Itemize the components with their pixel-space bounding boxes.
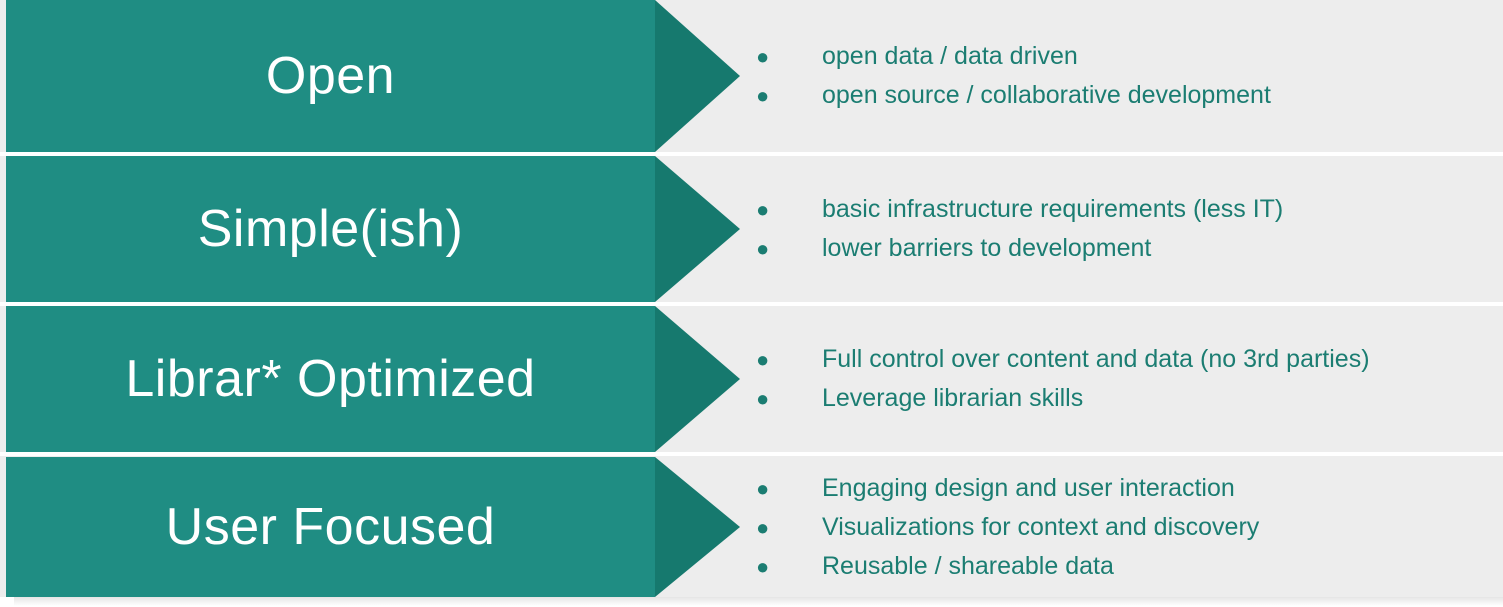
bullet-dot-icon: ● [756, 197, 770, 222]
bullet-text: open data / data driven [822, 42, 1078, 70]
chevron-body [6, 457, 655, 597]
bullet-text: open source / collaborative development [822, 81, 1271, 109]
list-item: ● open data / data driven [756, 37, 1503, 76]
bullet-dot-icon: ● [756, 553, 770, 579]
list-item: ● basic infrastructure requirements (les… [756, 190, 1503, 229]
chevron-label: Librar* Optimized [125, 350, 536, 408]
row-divider [0, 152, 1503, 156]
bullet-dot-icon: ● [756, 514, 770, 540]
chevron-row-simple: Simple(ish) ● basic infrastructure requi… [0, 156, 1503, 302]
chevron-arrow: Open [6, 0, 740, 152]
bullet-dot-icon: ● [756, 44, 770, 69]
bullet-text: Leverage librarian skills [822, 384, 1084, 412]
list-item: ● lower barriers to development [756, 229, 1503, 268]
chevron-row-user-focused: User Focused ● Engaging design and user … [0, 457, 1503, 597]
chevron-label: Open [265, 47, 396, 105]
bullet-dot-icon: ● [756, 236, 770, 261]
chevron-arrow: Librar* Optimized [6, 306, 740, 452]
chevron-label: User Focused [165, 498, 496, 556]
chevron-head-icon [655, 306, 740, 452]
bullet-text: Visualizations for context and discovery [822, 512, 1260, 541]
bullet-dot-icon: ● [756, 475, 770, 501]
bullet-list: ● Engaging design and user interaction ●… [756, 457, 1503, 597]
list-item: ● Engaging design and user interaction [756, 469, 1503, 508]
chevron-head-icon [655, 0, 740, 152]
bullet-text: Full control over content and data (no 3… [822, 345, 1370, 373]
list-item: ● Leverage librarian skills [756, 379, 1503, 418]
list-item: ● Full control over content and data (no… [756, 340, 1503, 379]
list-item: ● Reusable / shareable data [756, 547, 1503, 586]
bullet-dot-icon: ● [756, 83, 770, 108]
bullet-list: ● basic infrastructure requirements (les… [756, 156, 1503, 302]
chevron-body [6, 0, 655, 152]
bullet-text: Reusable / shareable data [822, 551, 1114, 580]
bullet-dot-icon: ● [756, 386, 770, 411]
chevron-row-open: Open ● open data / data driven ● open so… [0, 0, 1503, 152]
bottom-shadow [14, 597, 1503, 606]
bullet-text: Engaging design and user interaction [822, 473, 1235, 502]
chevron-arrow: Simple(ish) [6, 156, 740, 302]
chevron-row-library-optimized: Librar* Optimized ● Full control over co… [0, 306, 1503, 452]
chevron-label: Simple(ish) [197, 200, 464, 258]
bullet-list: ● Full control over content and data (no… [756, 306, 1503, 452]
list-item: ● Visualizations for context and discove… [756, 508, 1503, 547]
row-divider [0, 302, 1503, 306]
chevron-arrow: User Focused [6, 457, 740, 597]
chevron-head-icon [655, 156, 740, 302]
chevron-body [6, 156, 655, 302]
bullet-list: ● open data / data driven ● open source … [756, 0, 1503, 152]
chevron-body [6, 306, 655, 452]
bullet-text: basic infrastructure requirements (less … [822, 195, 1284, 223]
bullet-dot-icon: ● [756, 347, 770, 372]
chevron-head-icon [655, 457, 740, 597]
bullet-text: lower barriers to development [822, 234, 1152, 262]
row-divider [0, 452, 1503, 456]
list-item: ● open source / collaborative developmen… [756, 76, 1503, 115]
